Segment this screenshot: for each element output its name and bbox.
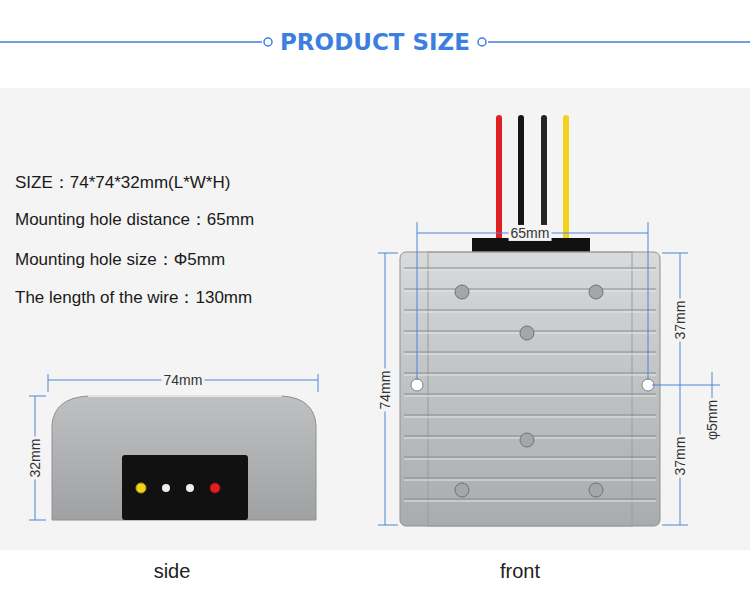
- front-view: [400, 252, 660, 526]
- dimension-label: 32mm: [27, 437, 43, 480]
- dimension-label: φ5mm: [704, 398, 720, 442]
- fin-line: [404, 372, 656, 373]
- fin-line: [404, 309, 656, 310]
- dimension-label: 65mm: [509, 225, 552, 241]
- fin-line: [404, 288, 656, 289]
- fin-line: [404, 267, 656, 268]
- side-dimension-lines: [29, 374, 318, 520]
- fin-highlight: [404, 480, 656, 481]
- fin-highlight: [404, 354, 656, 355]
- fin-highlight: [404, 459, 656, 460]
- fin-line: [404, 498, 656, 499]
- side-view: [52, 396, 316, 520]
- fin-highlight: [404, 501, 656, 502]
- spec-line: Mounting hole distance：65mm: [15, 210, 254, 230]
- spec-line: Mounting hole size：Φ5mm: [15, 250, 225, 270]
- fin-line: [404, 414, 656, 415]
- dimension-label: 74mm: [377, 369, 393, 412]
- dimension-label: 37mm: [672, 299, 688, 342]
- fin-line: [404, 456, 656, 457]
- fin-highlight: [404, 270, 656, 271]
- page-title: PRODUCT SIZE: [276, 29, 474, 55]
- view-caption: side: [154, 560, 191, 583]
- fin-highlight: [404, 375, 656, 376]
- front-dimension-lines: [378, 222, 720, 525]
- fin-highlight: [404, 396, 656, 397]
- fin-highlight: [404, 417, 656, 418]
- dimension-label: 37mm: [672, 435, 688, 478]
- spec-line: The length of the wire：130mm: [15, 288, 252, 308]
- fin-highlight: [404, 312, 656, 313]
- fin-line: [404, 393, 656, 394]
- fin-highlight: [404, 291, 656, 292]
- spec-line: SIZE：74*74*32mm(L*W*H): [15, 173, 230, 193]
- view-caption: front: [500, 560, 540, 583]
- dimension-label: 74mm: [162, 372, 205, 388]
- background-panel: [0, 88, 750, 550]
- fin-line: [404, 477, 656, 478]
- wires: [499, 118, 566, 242]
- fin-line: [404, 351, 656, 352]
